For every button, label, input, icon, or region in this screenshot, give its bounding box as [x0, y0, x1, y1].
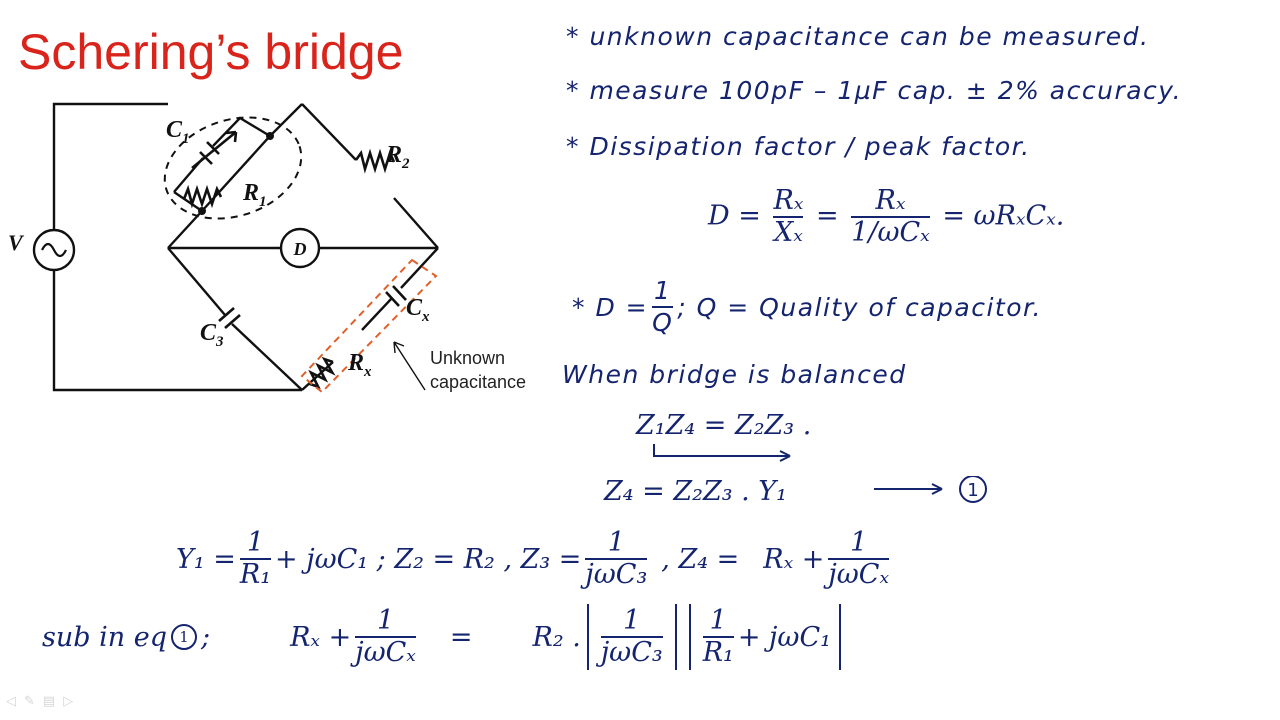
z4-ref-arrow: 1 — [874, 476, 987, 503]
pen-icon[interactable]: ✎ — [24, 694, 43, 709]
cx-rx-highlight — [300, 258, 438, 394]
c1-r1-arm-wire — [167, 103, 303, 249]
d-rhs: = ωRₓCₓ. — [942, 200, 1065, 232]
sub-semi: ; — [200, 621, 211, 653]
r1-resistor — [182, 184, 223, 209]
note-measure-range: * measure 100pF – 1µF cap. ± 2% accuracy… — [566, 76, 1183, 105]
z4b-r: Rₓ + — [763, 543, 825, 575]
y1-tail: + jωC₁ ; Z₂ = R₂ , Z₃ = — [275, 543, 582, 575]
unknown-capacitance-callout: Unknown capacitance — [430, 346, 526, 394]
source-label: V — [8, 230, 25, 255]
callout-line-1: Unknown — [430, 348, 506, 368]
r1-label: R1 — [242, 180, 267, 210]
schering-bridge-diagram: C1 R1 R2 C3 Cx Rx V D — [8, 102, 439, 394]
c3-label: C3 — [200, 320, 224, 350]
slide-title: Schering’s bridge — [18, 24, 404, 80]
node-dot-2 — [266, 132, 274, 140]
cx-capacitor — [385, 285, 407, 307]
s-b2-tail: + jωC₁ — [737, 621, 831, 653]
note-unknown-capacitance: * unknown capacitance can be measured. — [566, 22, 1150, 51]
s-lhs: Rₓ + — [290, 621, 352, 653]
sub-label: sub in eq — [42, 621, 167, 653]
q-prefix: * D = — [572, 292, 649, 322]
r2-label: R2 — [385, 142, 410, 172]
c3-arm-wire — [167, 247, 303, 391]
c3-capacitor — [218, 307, 241, 329]
rx-resistor — [308, 356, 336, 389]
eq-ref-1: 1 — [967, 480, 978, 501]
cx-label: Cx — [406, 295, 430, 325]
s-eq: = — [449, 621, 473, 653]
z4-equation: Z₄ = Z₂Z₃ . Y₁ — [604, 476, 787, 507]
d-eq2: = — [815, 200, 839, 232]
note-dissipation-factor: * Dissipation factor / peak factor. — [566, 132, 1031, 161]
s-r2: R₂ . — [532, 621, 581, 653]
nav-next-icon[interactable]: ▷ — [63, 694, 82, 709]
callout-line-2: capacitance — [430, 372, 527, 392]
node-dot-1 — [198, 207, 206, 215]
balance-equation: Z₁Z₄ = Z₂Z₃ . — [636, 410, 812, 441]
rx-label: Rx — [347, 350, 372, 380]
c1-variable-arrow — [191, 130, 238, 170]
sub-ref: 1 — [170, 624, 197, 650]
r2-arm-wire — [301, 103, 439, 249]
note-bridge-balanced: When bridge is balanced — [562, 360, 907, 389]
c1-label: C1 — [166, 117, 190, 147]
r2-resistor — [354, 148, 396, 174]
r1-wire — [173, 191, 203, 212]
slide-nav-icons: ◁✎▤▷ — [6, 694, 81, 709]
nav-prev-icon[interactable]: ◁ — [6, 694, 24, 709]
menu-icon[interactable]: ▤ — [42, 694, 64, 709]
d-lhs: D = — [708, 200, 761, 232]
detector — [279, 227, 321, 269]
callout-arrow — [393, 341, 426, 391]
y1-lhs: Y₁ = — [176, 543, 236, 575]
z4b-lhs: , Z₄ = — [661, 543, 740, 575]
detector-label: D — [293, 239, 307, 259]
ac-source-wave — [41, 242, 67, 258]
q-suffix: ; Q = Quality of capacitor. — [677, 292, 1042, 322]
balance-arrow — [653, 444, 791, 462]
